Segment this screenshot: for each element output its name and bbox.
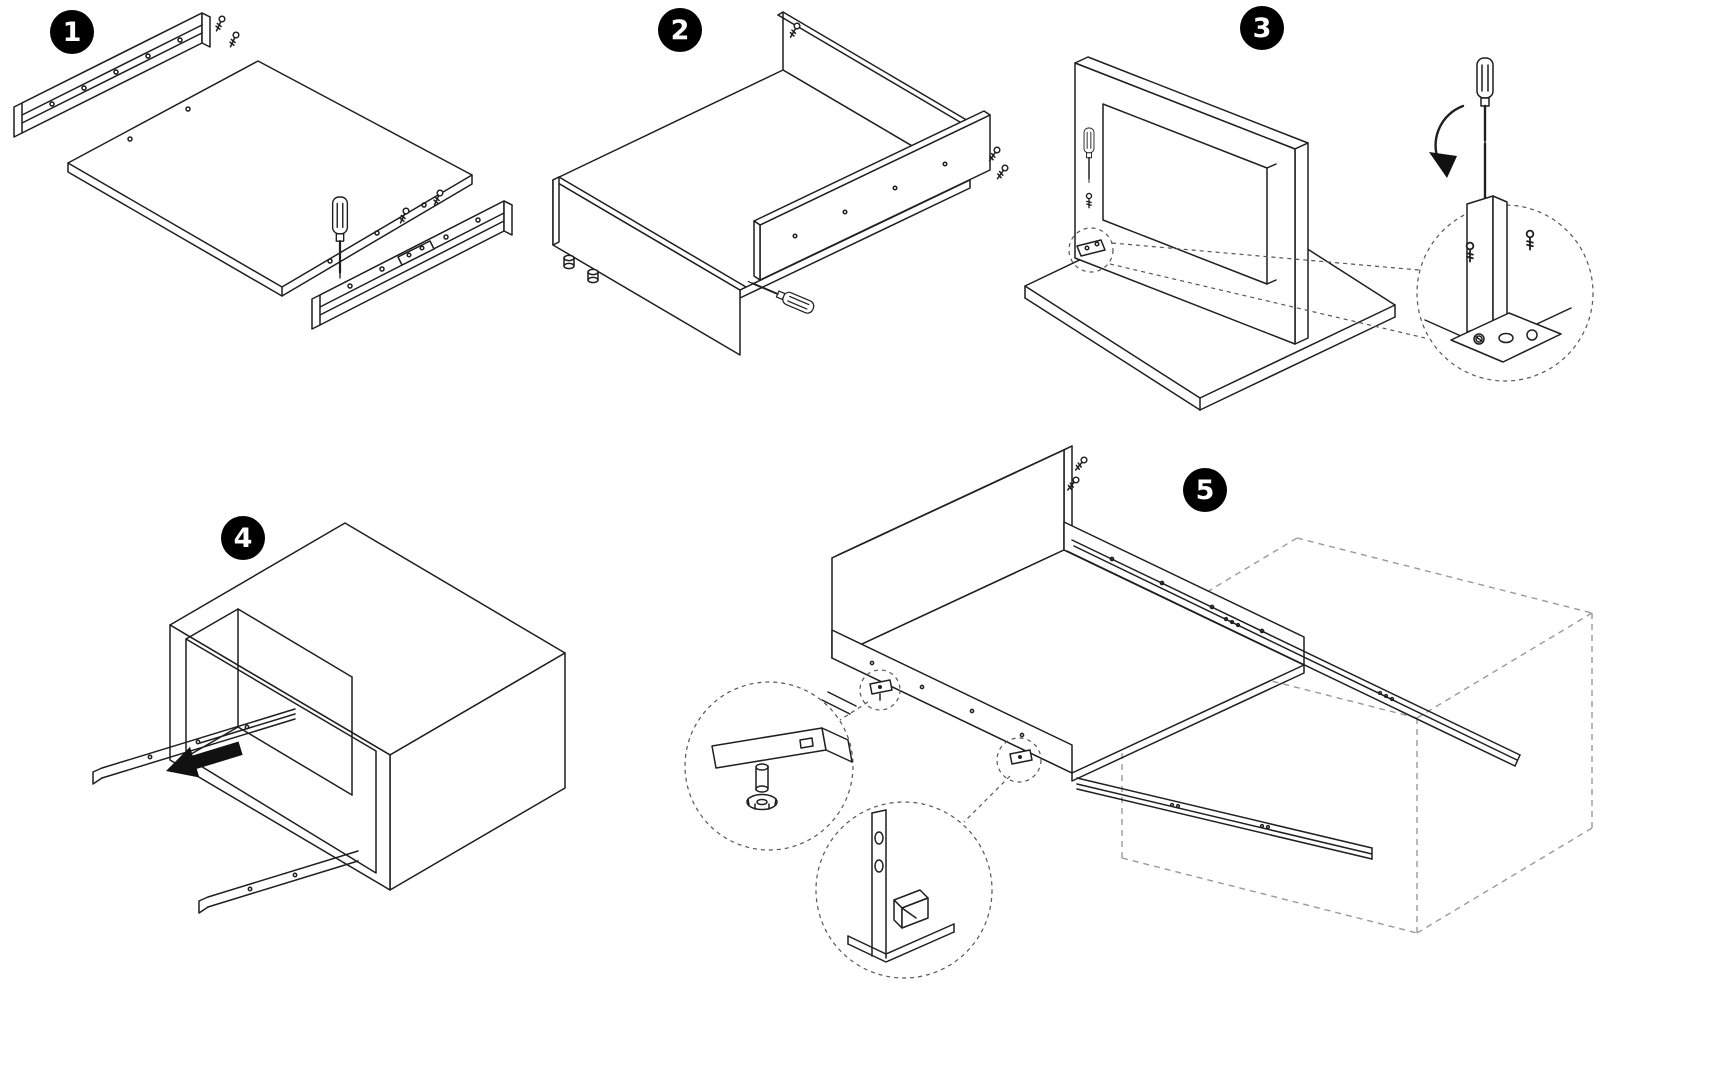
direction-arrow-icon — [166, 741, 243, 778]
screwdriver-icon — [1475, 56, 1495, 202]
screw-icon — [1525, 229, 1535, 251]
step-5-illustration — [672, 428, 1632, 1032]
drawer-near-rail — [831, 629, 1073, 774]
zoom-leader-line — [1111, 242, 1420, 271]
back-rail — [753, 110, 991, 281]
screw-icon — [1072, 455, 1089, 473]
runner-rail-lower — [198, 850, 359, 914]
screw-icon — [994, 163, 1010, 182]
slide-rail-right — [311, 200, 513, 330]
slide-rail-left — [13, 12, 211, 138]
step-3-illustration — [1015, 8, 1665, 442]
zoom-source-circle — [859, 669, 901, 711]
zoom-source-circle — [1068, 227, 1114, 273]
zoom-detail-circle-front-bracket — [684, 681, 857, 851]
step-4-illustration — [90, 505, 590, 924]
rotation-arrow-icon — [1429, 104, 1465, 178]
slide-rail-upper — [1066, 539, 1521, 767]
zoom-leader-line — [1109, 263, 1426, 339]
zoom-source-circle — [996, 737, 1042, 783]
zoom-detail-circle — [1416, 195, 1594, 382]
cabinet-box — [169, 522, 566, 891]
runner-rail-upper — [92, 708, 296, 785]
drawer-front-panel — [552, 176, 747, 356]
screw-icon — [227, 30, 241, 49]
zoom-detail-circle-latch — [815, 801, 993, 979]
step-4-badge: 4 — [221, 516, 265, 560]
drawer-bottom-panel — [67, 60, 473, 297]
step-1-badge: 1 — [50, 10, 94, 54]
frame-assembly — [1074, 56, 1309, 345]
step-3-badge: 3 — [1240, 6, 1284, 50]
corner-bracket — [1076, 239, 1106, 257]
drawer-back-panel — [831, 445, 1073, 659]
step-5-badge: 5 — [1183, 468, 1227, 512]
step-1-illustration — [10, 5, 530, 379]
step-2-badge: 2 — [658, 8, 702, 52]
screw-icon — [213, 14, 227, 33]
adjustable-feet — [563, 254, 599, 284]
step-2-illustration — [545, 10, 1025, 374]
zoom-leader-line — [839, 701, 869, 721]
slide-rail-lower — [1076, 777, 1373, 860]
zoom-leader-line — [963, 775, 1011, 823]
